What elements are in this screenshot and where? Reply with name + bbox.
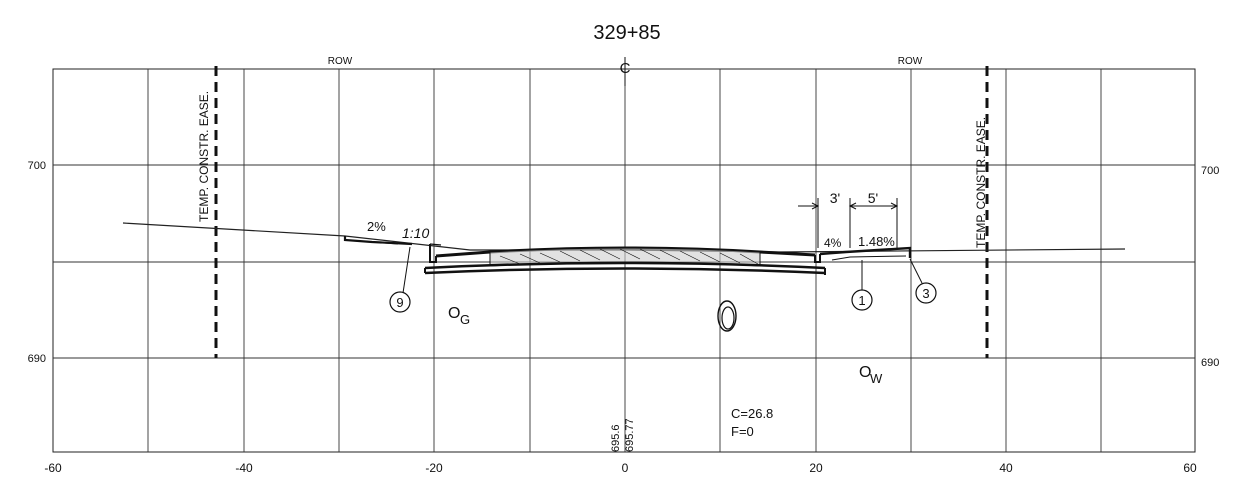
temp-easement-label-right: TEMP. CONSTR. EASE. (974, 117, 988, 248)
slope-label-1-10: 1:10 (402, 225, 429, 241)
utility-subscript: W (870, 371, 883, 386)
right-sidewalk-under (831, 255, 907, 261)
slope-label-148pct: 1.48% (858, 234, 895, 249)
plot-frame (52, 68, 1196, 453)
callout-circle (851, 289, 873, 311)
proposed-section (343, 236, 912, 275)
dim-arrowhead-3 (811, 202, 820, 210)
subbase-top (424, 261, 826, 270)
pipe-oval (717, 300, 737, 332)
utility-letter: O (859, 364, 871, 381)
subbase-bottom (424, 267, 826, 275)
elevation-label-b: 695.77 (624, 418, 636, 452)
dim-arrowhead-5-left (848, 202, 857, 210)
hatch-lines (499, 248, 759, 265)
left-shoulder-under (344, 239, 399, 245)
callout-number: 9 (396, 295, 403, 310)
y-label-left-700: 700 (28, 160, 46, 172)
easement-lines (214, 66, 989, 358)
right-sidewalk (819, 246, 912, 258)
x-label-20: 20 (809, 461, 823, 475)
callout-9: 9 (389, 291, 411, 313)
callout-circle (389, 291, 411, 313)
left-curb-top (429, 243, 442, 246)
dimension-3ft: 3' (830, 190, 840, 206)
callout-number: 1 (858, 293, 865, 308)
dimension-5ft: 5' (868, 190, 878, 206)
x-label-neg40: -40 (235, 461, 253, 475)
leader-9 (402, 246, 411, 294)
y-label-right-700: 700 (1201, 165, 1219, 177)
right-curb (814, 254, 821, 263)
dim-arrowhead-5-right (890, 202, 899, 210)
temp-easement-label-left: TEMP. CONSTR. EASE. (197, 91, 211, 222)
elevation-label-a: 695.6 (610, 424, 622, 452)
water-utility-label: O W (859, 364, 883, 386)
callout-1: 1 (851, 289, 873, 311)
leader-3 (909, 258, 923, 284)
station-title: 329+85 (593, 22, 660, 44)
cut-value: C=26.8 (731, 406, 773, 421)
y-label-right-690: 690 (1201, 357, 1219, 369)
x-label-neg20: -20 (425, 461, 443, 475)
left-curb (429, 244, 437, 263)
callout-number: 3 (922, 286, 929, 301)
callout-3: 3 (915, 282, 937, 304)
y-label-left-690: 690 (28, 353, 46, 365)
x-label-40: 40 (999, 461, 1013, 475)
utility-letter: O (448, 305, 460, 322)
slope-label-2pct: 2% (367, 219, 386, 234)
x-label-neg60: -60 (44, 461, 62, 475)
dimension-marks (798, 198, 899, 248)
pipe-inner (721, 306, 735, 330)
slope-label-4pct: 4% (824, 236, 842, 250)
gas-utility-label: O G (448, 305, 470, 327)
row-label-left: ROW (328, 56, 353, 67)
row-label-right: ROW (898, 56, 923, 67)
callout-leaders (402, 246, 923, 294)
pipe-outer (717, 300, 737, 332)
x-label-0: 0 (622, 461, 629, 475)
centerline-symbol: C (620, 57, 631, 86)
callout-circle (915, 282, 937, 304)
x-label-60: 60 (1183, 461, 1197, 475)
utility-subscript: G (460, 312, 470, 327)
fill-value: F=0 (731, 424, 754, 439)
